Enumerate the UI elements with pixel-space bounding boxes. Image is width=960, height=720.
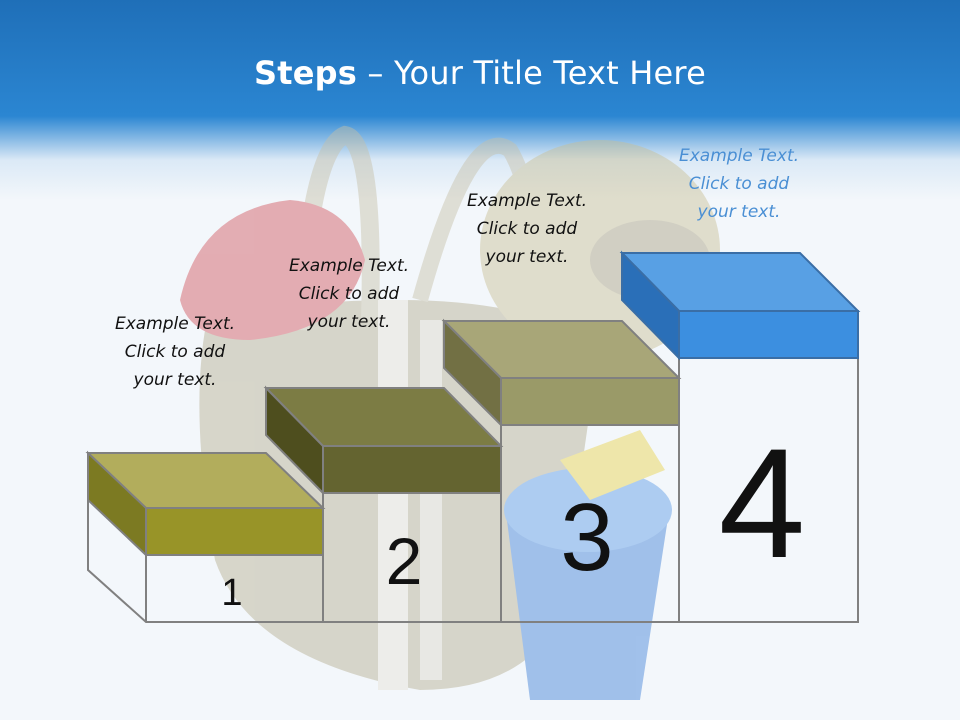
step-3-caption[interactable]: Example Text. Click to add your text. [442,187,612,271]
step-4-number: 4 [719,417,806,591]
step-2-block[interactable] [263,385,504,496]
step-4-caption-line2: Click to add [688,174,790,194]
step-1-caption-line1: Example Text. [114,314,236,334]
step-1-caption[interactable]: Example Text. Click to add your text. [90,310,260,394]
title-rest: – Your Title Text Here [357,54,706,92]
step-4-caption-line3: your text. [697,202,781,222]
title-banner [0,0,960,200]
step-1-block[interactable] [85,450,326,558]
step-3-caption-line1: Example Text. [466,191,588,211]
step-3-number: 3 [560,484,613,591]
step-4-caption-line1: Example Text. [678,146,800,166]
step-2-number: 2 [386,524,423,598]
step-2-caption-line1: Example Text. [288,256,410,276]
step-3-caption-line2: Click to add [476,219,578,239]
step-2-caption-line3: your text. [307,312,391,332]
step-4-caption[interactable]: Example Text. Click to add your text. [654,142,824,226]
slide-title[interactable]: Steps – Your Title Text Here [0,54,960,92]
title-bold: Steps [254,54,358,92]
step-3-block[interactable] [441,318,682,428]
step-2-caption-line2: Click to add [298,284,400,304]
step-4-block[interactable] [619,250,861,361]
step-3-caption-line3: your text. [485,247,569,267]
step-1-number: 1 [221,572,242,614]
step-1-caption-line2: Click to add [124,342,226,362]
step-2-caption[interactable]: Example Text. Click to add your text. [264,252,434,336]
step-1-caption-line3: your text. [133,370,217,390]
